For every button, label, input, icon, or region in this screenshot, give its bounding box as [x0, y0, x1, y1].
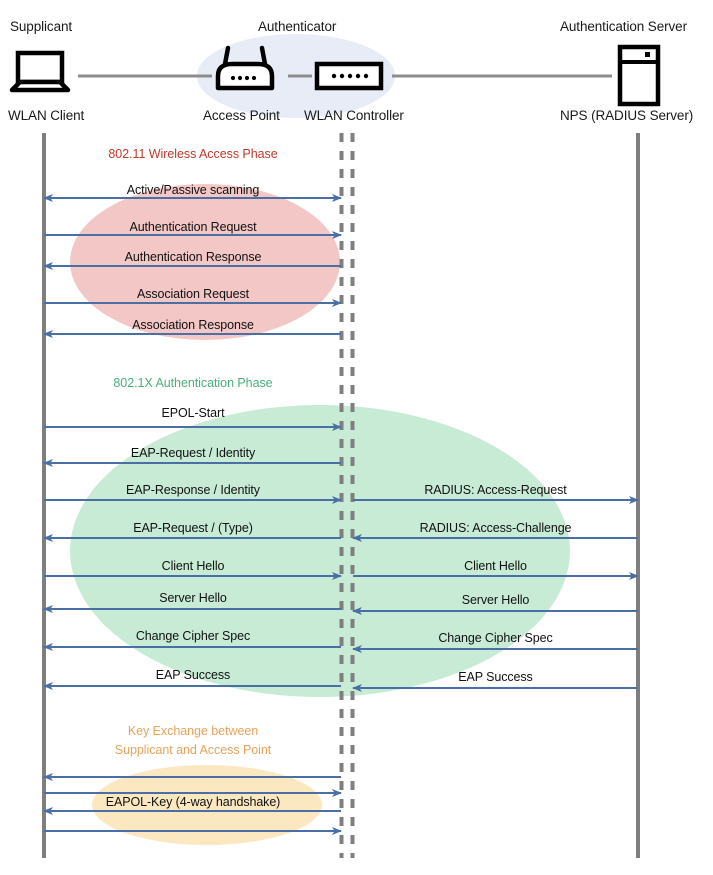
- device-label-access-point: Access Point: [203, 108, 280, 123]
- phase-title-wireless-access: 802.11 Wireless Access Phase: [108, 147, 278, 161]
- role-label-supplicant: Supplicant: [10, 19, 73, 34]
- message-label-association-response: Association Response: [132, 318, 254, 332]
- message-label-association-request: Association Request: [136, 287, 250, 301]
- ellipse-dot1x-auth: [70, 405, 570, 697]
- ellipse-wireless-access: [70, 184, 340, 340]
- device-label-wlan-client: WLAN Client: [8, 108, 85, 123]
- message-label-eap-success-left: EAP Success: [155, 668, 231, 682]
- message-label-active-passive-scanning: Active/Passive scanning: [126, 183, 260, 197]
- message-label-eap-success-right: EAP Success: [458, 670, 533, 684]
- message-label-change-cipher-spec-left: Change Cipher Spec: [135, 629, 251, 643]
- server-icon: [617, 44, 661, 107]
- message-label-eapol-start: EPOL-Start: [161, 406, 225, 420]
- wireless-router-icon: [215, 45, 275, 91]
- message-label-authentication-response: Authentication Response: [124, 250, 262, 264]
- phase-title-key-exchange-line2: Supplicant and Access Point: [114, 743, 272, 757]
- message-label-eap-request-type: EAP-Request / (Type): [133, 521, 253, 535]
- message-label-eap-response-identity: EAP-Response / Identity: [126, 483, 260, 497]
- message-label-radius-access-request: RADIUS: Access-Request: [424, 483, 567, 497]
- message-label-client-hello-right: Client Hello: [464, 559, 527, 573]
- message-label-server-hello-left: Server Hello: [159, 591, 227, 605]
- role-label-authenticator: Authenticator: [258, 19, 337, 34]
- phase-ellipses: [70, 184, 570, 845]
- message-label-eapol-key-handshake: EAPOL-Key (4-way handshake): [105, 795, 281, 809]
- message-label-server-hello-right: Server Hello: [461, 593, 530, 607]
- message-arrows-left: [43, 194, 342, 835]
- message-label-client-hello-left: Client Hello: [161, 559, 225, 573]
- phase-title-key-exchange-line1: Key Exchange between: [127, 724, 259, 738]
- phase-title-dot1x-auth: 802.1X Authentication Phase: [113, 376, 273, 390]
- message-label-radius-access-challenge: RADIUS: Access-Challenge: [419, 521, 572, 535]
- device-label-nps-radius-server: NPS (RADIUS Server): [560, 108, 694, 123]
- message-label-change-cipher-spec-right: Change Cipher Spec: [438, 631, 553, 645]
- ellipse-key-exchange: [92, 765, 322, 845]
- role-label-authentication-server: Authentication Server: [560, 19, 687, 34]
- device-label-wlan-controller: WLAN Controller: [304, 108, 404, 123]
- message-label-eap-request-identity: EAP-Request / Identity: [130, 446, 256, 460]
- message-label-authentication-request: Authentication Request: [129, 220, 257, 234]
- laptop-icon: [9, 50, 71, 93]
- message-arrows-right: [352, 496, 639, 692]
- lifelines: [42, 133, 640, 858]
- wlan-controller-icon: [314, 61, 384, 91]
